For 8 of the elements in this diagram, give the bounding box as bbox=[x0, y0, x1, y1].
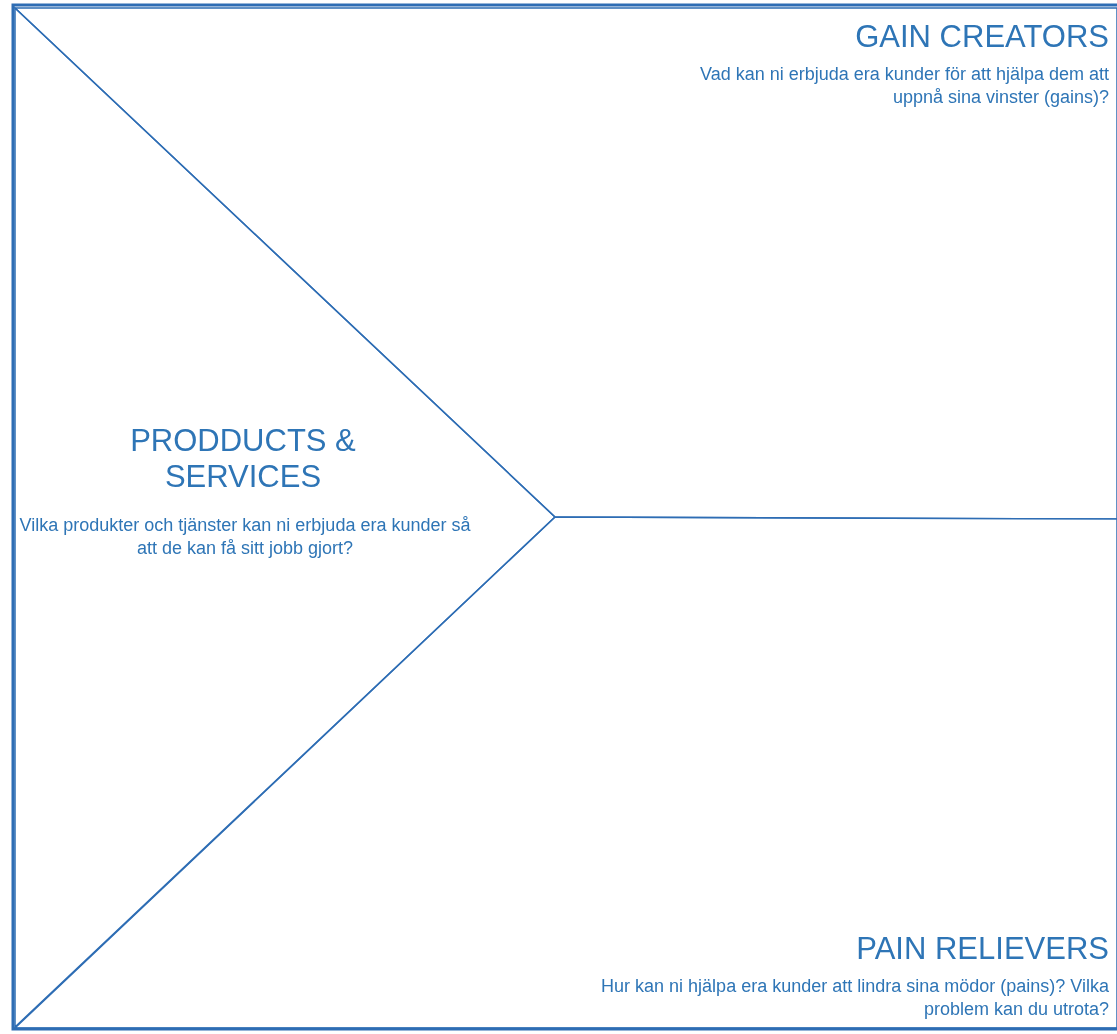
section-description: Vad kan ni erbjuda era kunder för att hjälpa dem att uppnå sina vinster (gains)? bbox=[699, 63, 1109, 109]
section-description: Hur kan ni hjälpa era kunder att lindra sina mödor (pains)? Vilka problem kan du utrota? bbox=[600, 975, 1109, 1021]
section-title: PRODDUCTS & SERVICES bbox=[129, 423, 357, 495]
section-title: PAIN RELIEVERS bbox=[856, 931, 1109, 967]
canvas-section bbox=[13, 515, 1117, 1030]
section-description: Vilka produkter och tjänster kan ni erbjuda era kunder så att de kan få sitt jobb gjort? bbox=[18, 514, 472, 560]
section-title: GAIN CREATORS bbox=[855, 19, 1109, 55]
canvas-section bbox=[13, 5, 555, 1029]
